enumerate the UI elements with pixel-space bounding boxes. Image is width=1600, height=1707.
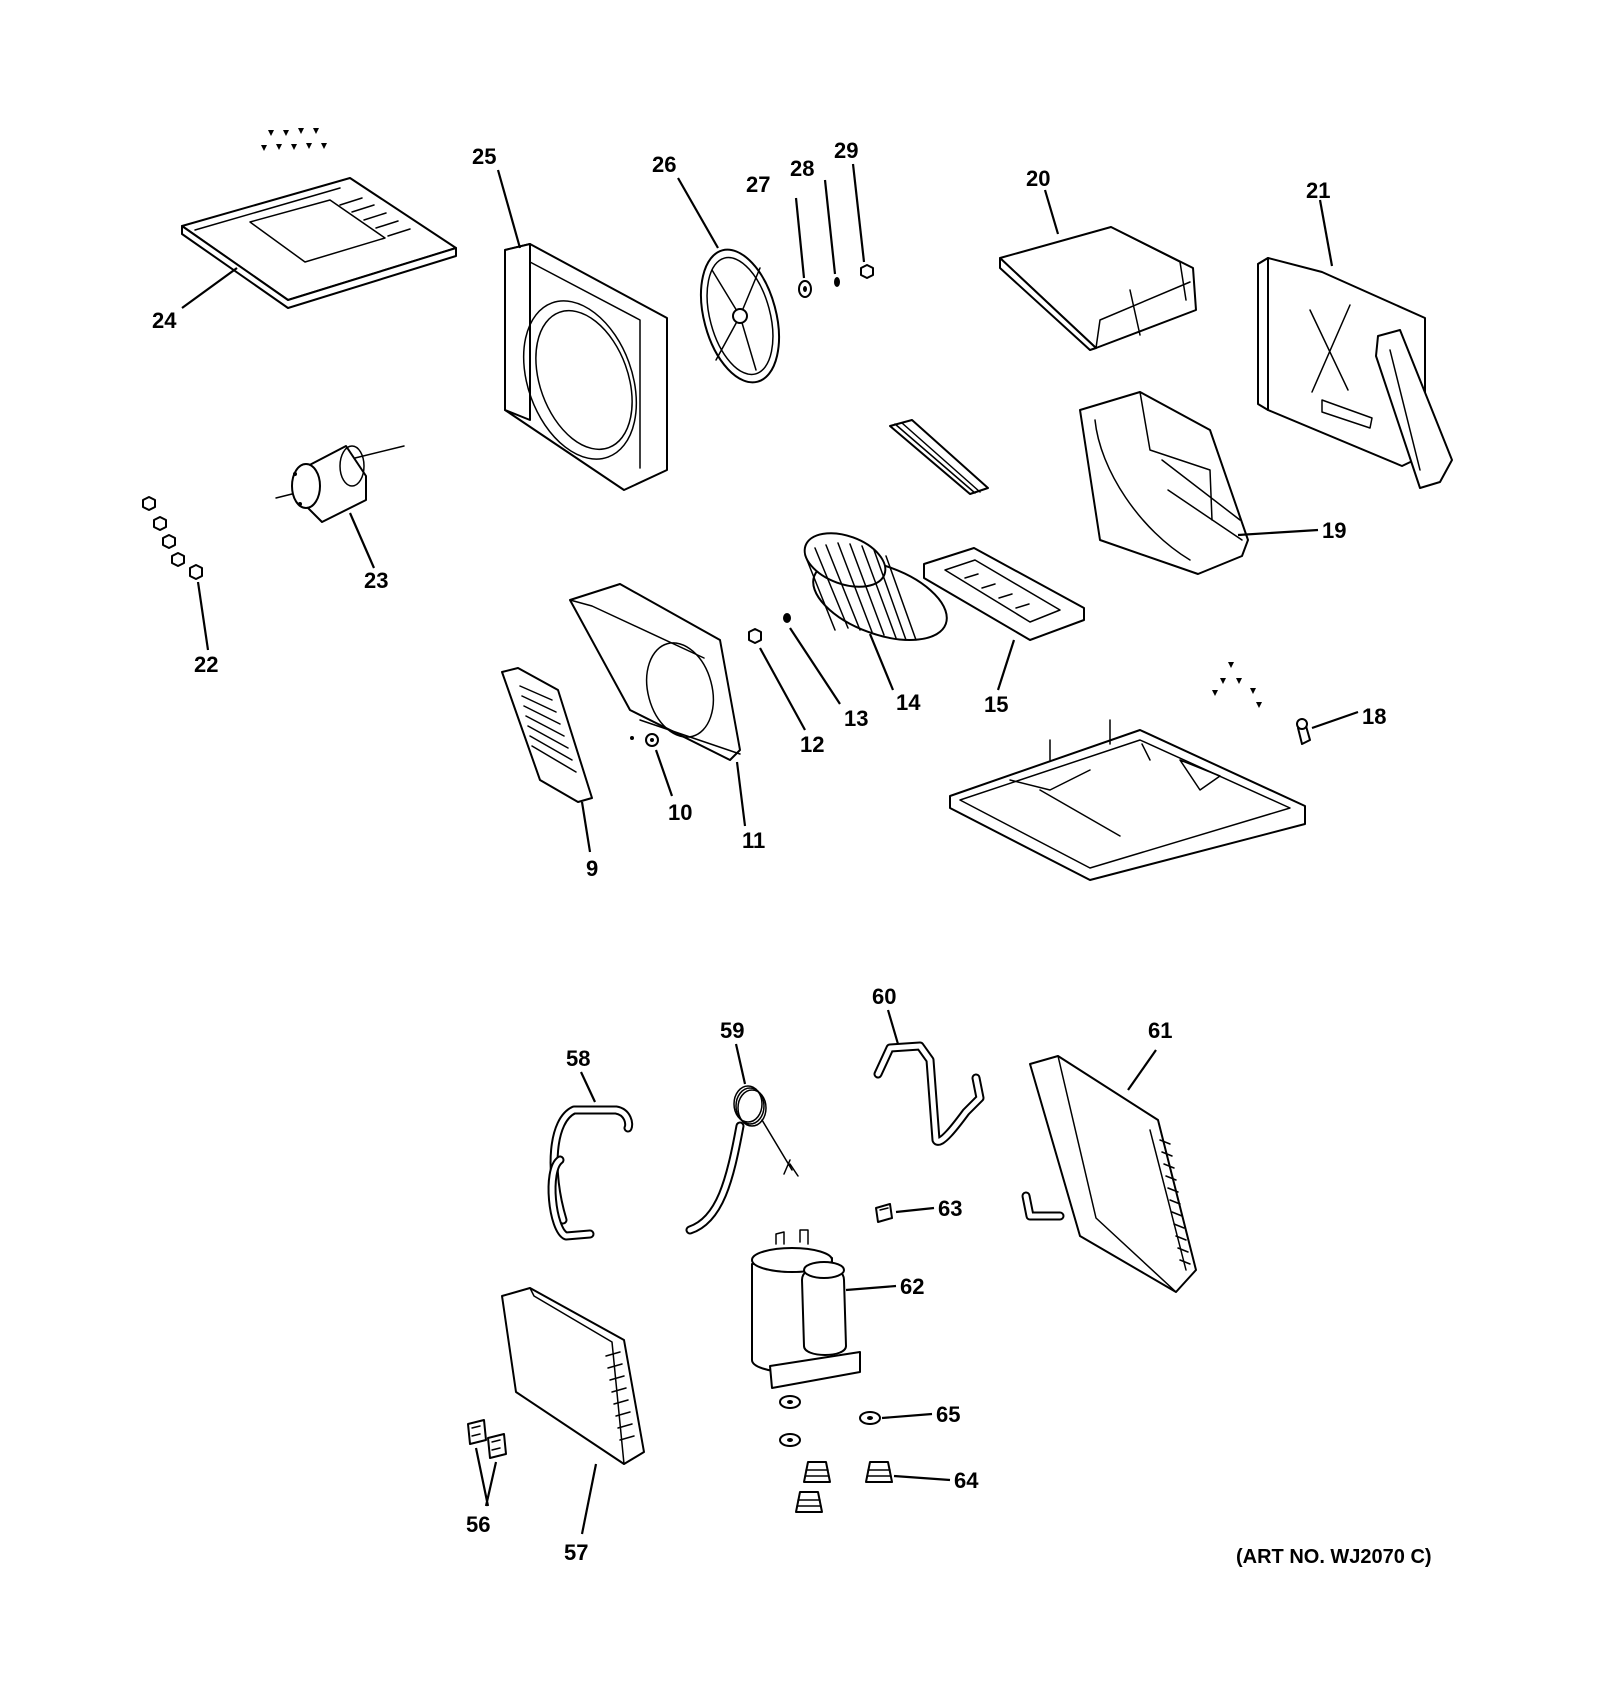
callout-18: 18 xyxy=(1362,704,1386,729)
callout-62: 62 xyxy=(900,1274,924,1299)
callout-15: 15 xyxy=(984,692,1008,717)
callout-59: 59 xyxy=(720,1018,744,1043)
part-27-washer xyxy=(794,197,812,298)
top-cover-screws xyxy=(261,128,327,151)
callout-labels: 24 25 26 27 28 29 20 21 19 23 22 9 10 11… xyxy=(152,138,1386,1565)
part-62-compressor xyxy=(751,1229,897,1389)
callout-27: 27 xyxy=(746,172,770,197)
callout-10: 10 xyxy=(668,800,692,825)
callout-65: 65 xyxy=(936,1402,960,1427)
part-25-shroud xyxy=(496,169,668,491)
callout-25: 25 xyxy=(472,144,496,169)
callout-13: 13 xyxy=(844,706,868,731)
part-24-top-cover xyxy=(181,177,457,309)
part-64-grommets xyxy=(795,1461,951,1513)
part-56-brackets xyxy=(467,1419,507,1507)
part-9-grille xyxy=(501,667,593,853)
part-12-nut xyxy=(748,628,806,731)
art-number: (ART NO. WJ2070 C) xyxy=(1236,1546,1432,1568)
callout-64: 64 xyxy=(954,1468,979,1493)
part-58-tube xyxy=(547,1071,634,1241)
callout-22: 22 xyxy=(194,652,218,677)
callout-21: 21 xyxy=(1306,178,1330,203)
part-11-partition xyxy=(569,583,747,827)
part-14-blower-wheel xyxy=(803,532,948,691)
part-60-tube xyxy=(873,1009,985,1146)
callout-19: 19 xyxy=(1322,518,1346,543)
part-10-mount xyxy=(630,733,674,797)
part-29-nut xyxy=(851,163,874,279)
part-15-tray xyxy=(923,547,1085,691)
part-20-duct-cover xyxy=(999,189,1197,351)
part-65-washers xyxy=(779,1395,933,1447)
callout-26: 26 xyxy=(652,152,676,177)
part-22-nuts xyxy=(142,496,210,651)
callout-12: 12 xyxy=(800,732,824,757)
callout-23: 23 xyxy=(364,568,388,593)
callout-61: 61 xyxy=(1148,1018,1172,1043)
part-28-clip xyxy=(823,179,840,287)
part-13-clip xyxy=(783,613,841,705)
part-19-scroll-housing xyxy=(1079,391,1319,575)
callout-63: 63 xyxy=(938,1196,962,1221)
part-63-overload xyxy=(875,1203,935,1223)
part-57-evaporator-coil xyxy=(501,1287,645,1535)
part-59-capillary xyxy=(685,1043,799,1235)
callout-9: 9 xyxy=(586,856,598,881)
callout-14: 14 xyxy=(896,690,921,715)
callout-29: 29 xyxy=(834,138,858,163)
evaporator-strip xyxy=(889,419,989,495)
callout-58: 58 xyxy=(566,1046,590,1071)
part-18-fastener xyxy=(1296,710,1359,745)
callout-60: 60 xyxy=(872,984,896,1009)
base-pan xyxy=(949,662,1306,881)
callout-11: 11 xyxy=(742,828,765,853)
part-21-evaporator-housing xyxy=(1257,199,1453,489)
callout-56: 56 xyxy=(466,1512,490,1537)
part-61-condenser xyxy=(1021,1049,1197,1293)
callout-57: 57 xyxy=(564,1540,588,1565)
callout-24: 24 xyxy=(152,308,177,333)
part-26-fan-blade xyxy=(677,177,780,384)
part-23-fan-motor xyxy=(275,445,405,569)
callout-20: 20 xyxy=(1026,166,1050,191)
callout-28: 28 xyxy=(790,156,814,181)
